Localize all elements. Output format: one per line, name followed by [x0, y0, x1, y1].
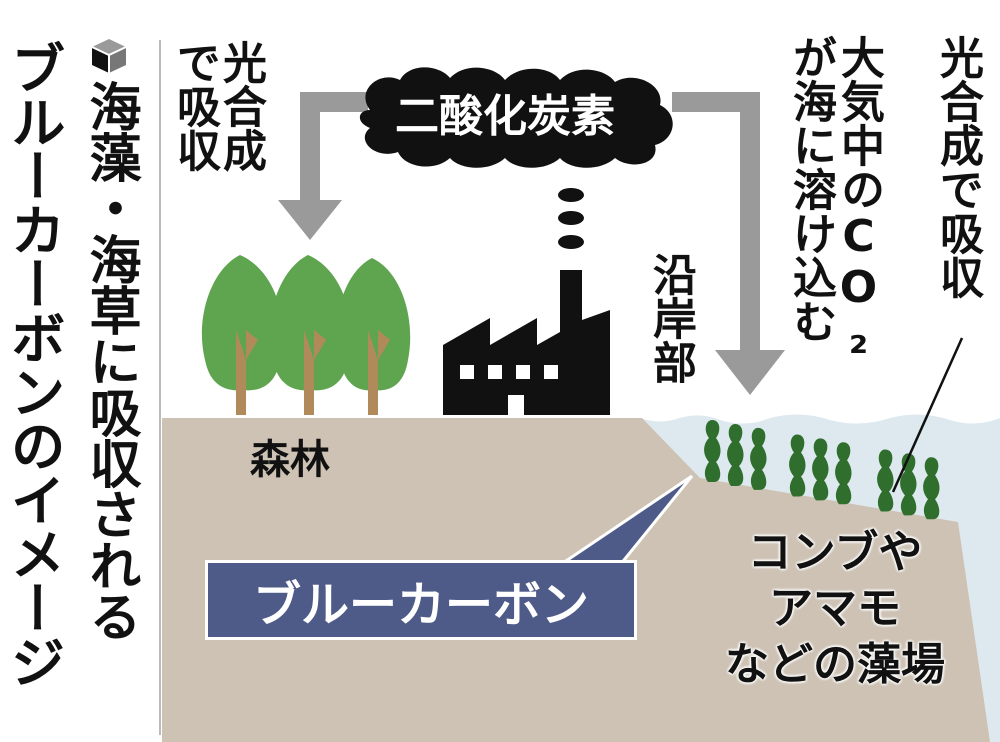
blue-carbon-label-box: ブルーカーボン: [205, 560, 637, 640]
co2-cloud: [359, 67, 673, 168]
seaweed-blade: [812, 438, 829, 501]
seaweed-bed-label: コンブや アマモ などの藻場: [690, 525, 980, 693]
tree: [336, 258, 411, 415]
title-icon: [89, 36, 129, 76]
blue-carbon-label: ブルーカーボン: [252, 577, 589, 633]
seaweed-blade: [835, 442, 852, 505]
seaweed-bed-line: などの藻場: [725, 639, 945, 690]
title-line2: ブルーカーボンのイメージ: [1, 40, 65, 688]
factory-icon: [443, 188, 610, 415]
seaweed-blade: [704, 420, 721, 483]
arrow-to-forest: [278, 92, 368, 240]
seaweed-blade: [877, 449, 894, 512]
tree: [269, 255, 352, 415]
tree: [201, 255, 284, 415]
seaweed-blade: [900, 453, 917, 516]
forest-trees: [201, 255, 411, 415]
forest-label: 森林: [250, 437, 330, 483]
seaweed-bed-line: コンブや: [747, 527, 923, 578]
arrow-to-sea: [672, 92, 785, 395]
forest-absorb-label-a: 光合成: [215, 40, 266, 172]
seaweed-blade: [727, 423, 744, 486]
cube-icon: [91, 39, 127, 73]
title-line1: 海藻・海草に吸収される: [80, 80, 140, 641]
seaweed-blade: [923, 457, 940, 520]
dissolve-label-a: 大気中のCO₂: [833, 35, 884, 364]
seaweed-bed-line: アマモ: [769, 583, 901, 634]
seaweed-absorb-label: 光合成で吸収: [932, 35, 983, 299]
seaweed-blade: [750, 427, 767, 490]
co2-label: 二酸化炭素: [395, 91, 615, 142]
coastal-label: 沿岸部: [645, 252, 696, 384]
forest-absorb-label-b: で吸収: [169, 40, 220, 172]
dissolve-label-b: が海に溶け込む: [785, 35, 836, 343]
leader-line: [891, 337, 964, 493]
seaweed-blade: [789, 434, 806, 497]
